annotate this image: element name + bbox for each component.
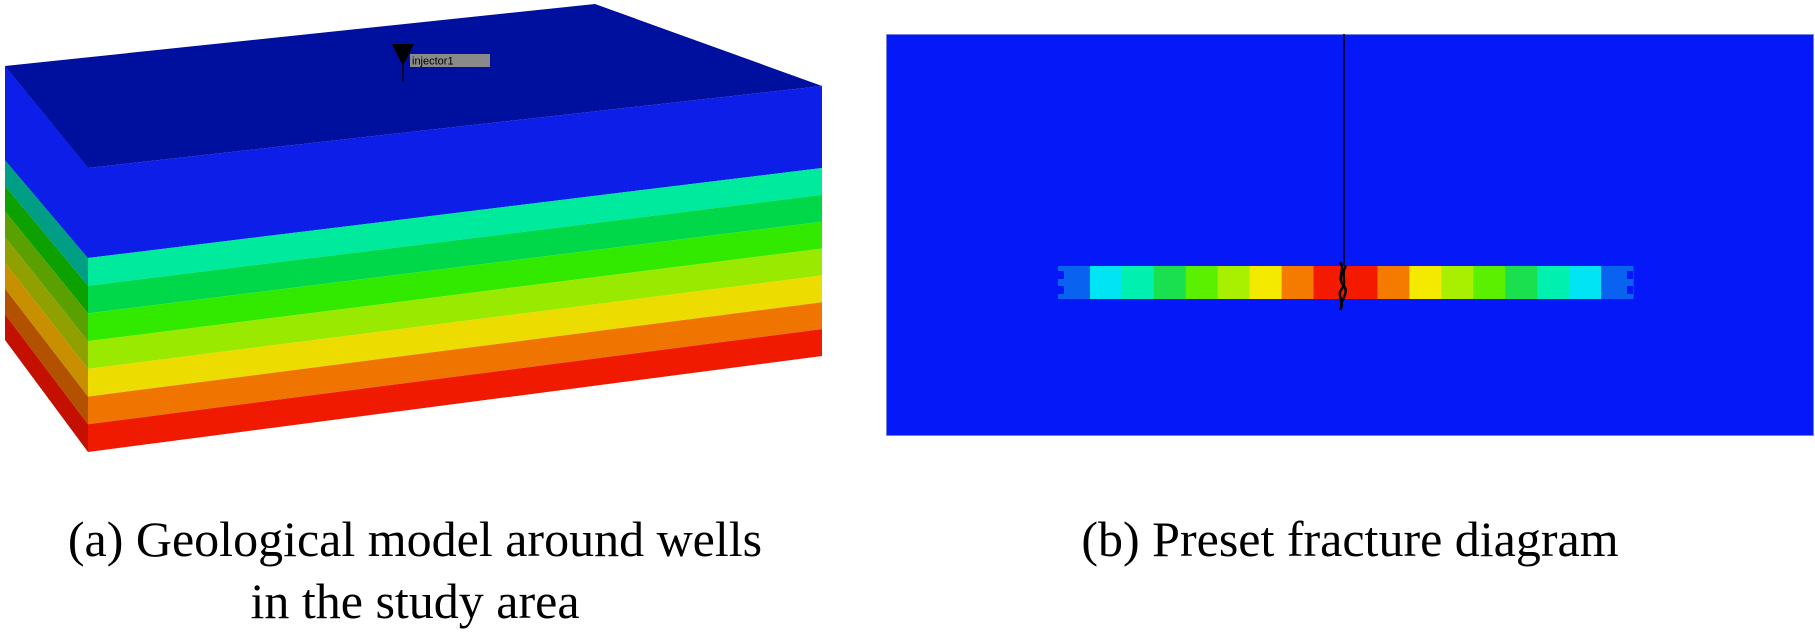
fracture-cell [1058,266,1091,299]
fracture-cell [1473,266,1506,299]
fracture-cell [1121,266,1155,299]
fracture-cell [1185,266,1219,299]
model-side-layer [5,262,88,397]
fracture-cell [1249,266,1283,299]
well-label: injector1 [412,56,454,68]
fracture-end-notch-left-2 [1058,286,1064,294]
fracture-cell [1601,266,1634,299]
well-label-box [410,54,490,67]
fracture-background [886,34,1814,436]
caption-a-line1: (a) Geological model around wells [67,511,763,567]
model-front-layer [88,221,822,342]
model-side-layer [5,185,88,314]
fracture-cell [1569,266,1602,299]
caption-a-line2: in the study area [250,573,580,629]
fracture-end-notch-right-2 [1627,286,1633,294]
fracture-cell [1153,266,1187,299]
model-side-layer [5,314,88,452]
fracture-cell [1505,266,1538,299]
model-front-layers [88,168,822,452]
model-front-layer [88,302,822,425]
fracture-cell [1217,266,1251,299]
fracture-cell [1281,266,1315,299]
well-marker: injector1 [392,44,490,82]
fracture-cell [1377,266,1410,299]
caption-a: (a) Geological model around wells in the… [20,508,810,632]
fracture-end-notch-left [1058,271,1064,279]
fracture-diagram [886,34,1814,436]
model-side-layer [5,288,88,425]
model-front-layer [88,248,822,369]
fracture-cell [1441,266,1474,299]
model-side-layer [5,237,88,369]
model-side-layer [5,211,88,342]
model-top-face [5,4,822,168]
model-front-layer [88,194,822,314]
fracture-cell [1537,266,1570,299]
fracture-end-notch-right [1627,271,1633,279]
fracture-cell [1345,266,1379,299]
model-front-layer [88,275,822,397]
caption-b: (b) Preset fracture diagram [886,508,1814,570]
fracture-cell [1409,266,1442,299]
perforation-marks [1338,261,1348,311]
model-front-top-layer [5,66,822,258]
model-side-layer [5,160,88,286]
well-triangle-icon [392,44,414,66]
fracture-cell [1089,266,1123,299]
geological-model-3d: injector1 [5,4,822,452]
model-front-layer [88,329,822,452]
model-front-layer [88,168,822,286]
caption-b-text: (b) Preset fracture diagram [1081,511,1619,567]
